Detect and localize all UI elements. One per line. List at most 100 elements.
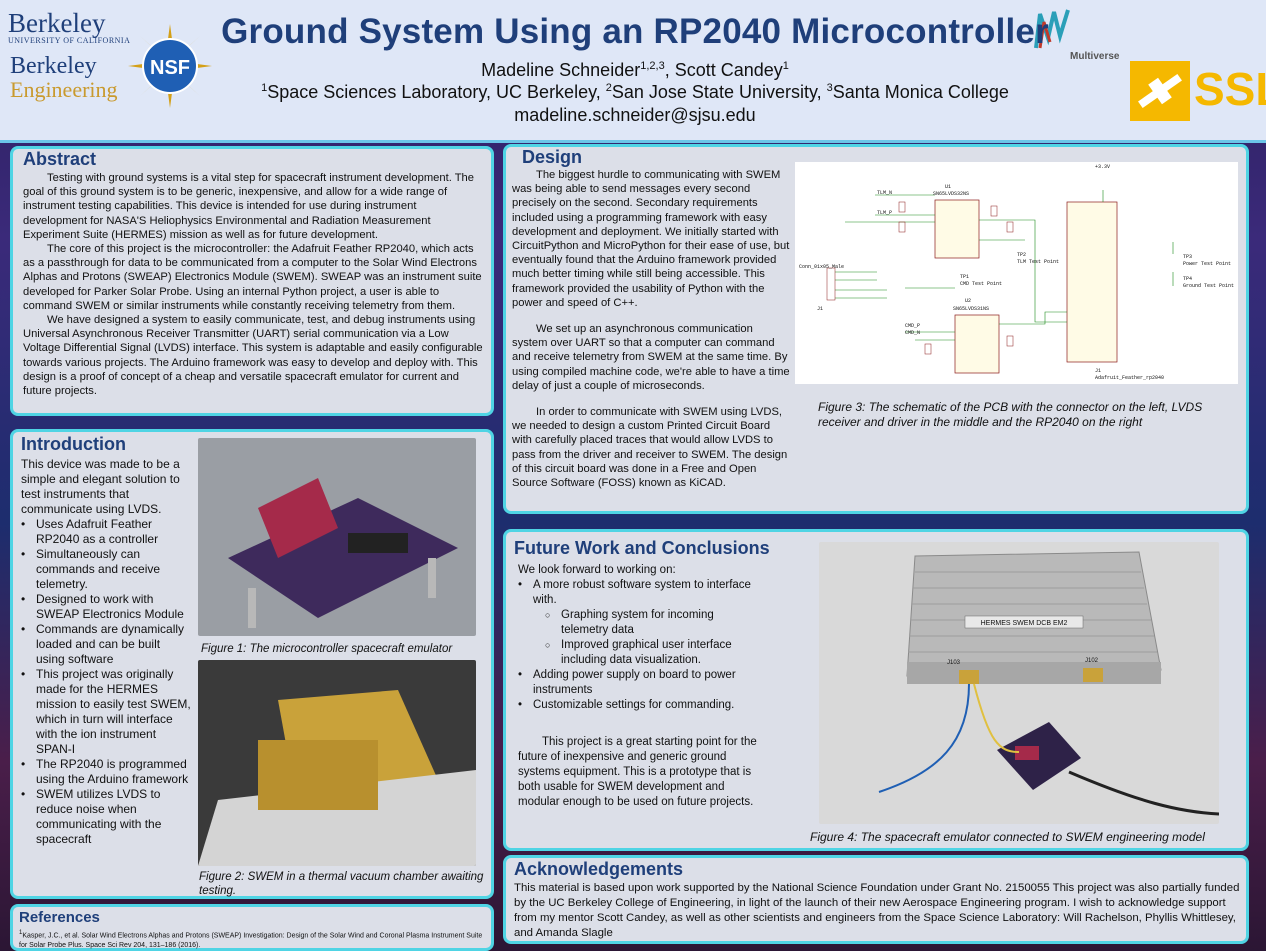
schematic-net-tlm-n: TLM_N (877, 190, 892, 196)
schematic-u2-part: SN65LVDS31NS (953, 306, 989, 312)
poster-header: Berkeley UNIVERSITY OF CALIFORNIA Berkel… (0, 0, 1266, 143)
affiliation-3: Santa Monica College (832, 82, 1009, 102)
schematic-u1-part: SN65LVDS32NS (933, 191, 969, 197)
nsf-logo: NSF (128, 24, 212, 108)
author-2: Scott Candey (674, 60, 783, 80)
author-1-affiliation-marks: 1,2,3 (640, 60, 665, 72)
abstract-paragraph-1: Testing with ground systems is a vital s… (23, 172, 474, 241)
list-item: This project was originally made for the… (21, 667, 191, 757)
figure-4-photo: HERMES SWEM DCB EM2 J103 J102 (819, 542, 1219, 824)
schematic-net-cmd-n: CMD_N (905, 330, 920, 336)
figure-1-photo (198, 438, 476, 636)
berkeley-engineering-logo-line1: Berkeley (10, 53, 97, 79)
berkeley-engineering-logo-line2: Engineering (10, 77, 118, 102)
connector-j102-label: J102 (1085, 658, 1099, 664)
swem-label: HERMES SWEM DCB EM2 (981, 620, 1068, 627)
references-panel: References 1Kasper, J.C., et al. Solar W… (10, 904, 494, 951)
future-work-panel: Future Work and Conclusions We look forw… (503, 529, 1249, 851)
acknowledgements-panel: Acknowledgements This material is based … (503, 855, 1249, 944)
multiverse-logo-text: Multiverse (1070, 51, 1120, 62)
berkeley-engineering-logo: Berkeley Engineering (10, 53, 118, 102)
list-item: Uses Adafruit Feather RP2040 as a contro… (21, 517, 191, 547)
author-2-affiliation-marks: 1 (782, 60, 789, 72)
future-work-body: We look forward to working on: A more ro… (518, 563, 758, 810)
future-work-title: Future Work and Conclusions (514, 538, 770, 558)
figure-2-photo (198, 660, 476, 866)
author-separator: , (664, 60, 675, 80)
schematic-j1-ref: J1 (1095, 368, 1101, 374)
affiliation-3-mark: 3 (826, 82, 833, 94)
nsf-logo-text: NSF (150, 57, 190, 79)
introduction-lead: This device was made to be a simple and … (21, 457, 180, 516)
abstract-paragraph-2: The core of this project is the microcon… (23, 243, 482, 312)
schematic-tp3-ref: TP3 (1183, 254, 1192, 260)
list-item: The RP2040 is programmed using the Ardui… (21, 757, 191, 787)
figure-3-schematic: U1 SN65LVDS32NS U2 SN65LVDS31NS J1 Adafr… (795, 162, 1238, 384)
future-work-bullets: A more robust software system to interfa… (518, 578, 758, 713)
references-title: References (19, 909, 100, 926)
multiverse-logo: Multiverse (1032, 8, 1132, 64)
list-item: SWEM utilizes LVDS to reduce noise when … (21, 787, 191, 847)
design-paragraph-3: In order to communicate with SWEM using … (512, 406, 788, 490)
figure-1-caption: Figure 1: The microcontroller spacecraft… (201, 643, 453, 655)
berkeley-logo-text: Berkeley (8, 8, 106, 38)
list-item: Improved graphical user interface includ… (533, 638, 758, 668)
list-item: Adding power supply on board to power in… (518, 668, 758, 698)
schematic-connector-part: Conn_01x05_Male (799, 264, 844, 270)
schematic-tp1-ref: TP1 (960, 274, 969, 280)
design-body: The biggest hurdle to communicating with… (512, 168, 790, 490)
schematic-tp3-label: Power Test Point (1183, 261, 1231, 267)
multiverse-mark-icon (1034, 9, 1070, 49)
figure-4-caption: Figure 4: The spacecraft emulator connec… (810, 830, 1205, 844)
affiliation-2-mark: 2 (605, 82, 612, 94)
future-work-conclusion: This project is a great starting point f… (518, 736, 757, 808)
figure-3-caption: Figure 3: The schematic of the PCB with … (818, 400, 1203, 429)
introduction-title: Introduction (21, 434, 126, 454)
schematic-u1-ref: U1 (945, 184, 951, 190)
design-paragraph-1: The biggest hurdle to communicating with… (512, 169, 790, 309)
berkeley-logo: Berkeley UNIVERSITY OF CALIFORNIA (8, 8, 131, 46)
ssl-logo-text: SSL (1194, 63, 1266, 115)
schematic-connector-ref: J1 (817, 306, 823, 312)
affiliation-2: San Jose State University, (611, 82, 827, 102)
schematic-u2-ref: U2 (965, 298, 971, 304)
list-item: Simultaneously can commands and receive … (21, 547, 191, 592)
reference-1-text: Kasper, J.C., et al. Solar Wind Electron… (19, 932, 483, 950)
figure-2-caption: Figure 2: SWEM in a thermal vacuum chamb… (199, 871, 484, 897)
future-work-lead: We look forward to working on: (518, 564, 676, 576)
reference-1: 1Kasper, J.C., et al. Solar Wind Electro… (19, 928, 484, 951)
author-1: Madeline Schneider (481, 60, 641, 80)
list-item: Designed to work with SWEAP Electronics … (21, 592, 191, 622)
schematic-power-rail: +3.3V (1095, 164, 1110, 170)
poster-title: Ground System Using an RP2040 Microcontr… (221, 12, 1049, 51)
future-work-subbullets: Graphing system for incoming telemetry d… (533, 608, 758, 668)
design-title: Design (522, 147, 583, 167)
schematic-net-tlm-p: TLM_P (877, 210, 892, 216)
poster-authors: Madeline Schneider1,2,3, Scott Candey1 (220, 60, 1050, 81)
abstract-panel: Abstract Testing with ground systems is … (10, 146, 494, 416)
schematic-tp2-label: TLM Test Point (1017, 259, 1059, 265)
abstract-title: Abstract (23, 149, 97, 169)
connector-j103-label: J103 (947, 660, 961, 666)
berkeley-logo-subtext: UNIVERSITY OF CALIFORNIA (8, 36, 131, 45)
schematic-tp4-label: Ground Test Point (1183, 283, 1234, 289)
list-item: A more robust software system to interfa… (518, 578, 758, 668)
reference-1-number: 1 (19, 930, 23, 936)
list-item: Graphing system for incoming telemetry d… (533, 608, 758, 638)
schematic-tp2-ref: TP2 (1017, 252, 1026, 258)
list-item: Commands are dynamically loaded and can … (21, 622, 191, 667)
poster-affiliations: 1Space Sciences Laboratory, UC Berkeley,… (220, 82, 1050, 103)
schematic-j1-part: Adafruit_Feather_rp2040 (1095, 375, 1164, 381)
affiliation-1-mark: 1 (261, 82, 268, 94)
future-item-software: A more robust software system to interfa… (533, 579, 751, 606)
list-item: Customizable settings for commanding. (518, 698, 758, 713)
schematic-tp1-label: CMD Test Point (960, 281, 1002, 287)
contact-email: madeline.schneider@sjsu.edu (514, 105, 756, 125)
acknowledgements-title: Acknowledgements (514, 859, 684, 879)
ssl-satellite-icon (1130, 61, 1190, 121)
introduction-bullets: Uses Adafruit Feather RP2040 as a contro… (21, 517, 191, 847)
introduction-panel: Introduction This device was made to be … (10, 429, 494, 899)
introduction-body: This device was made to be a simple and … (21, 457, 191, 847)
affiliation-1: Space Sciences Laboratory, UC Berkeley, (267, 82, 606, 102)
schematic-tp4-ref: TP4 (1183, 276, 1192, 282)
